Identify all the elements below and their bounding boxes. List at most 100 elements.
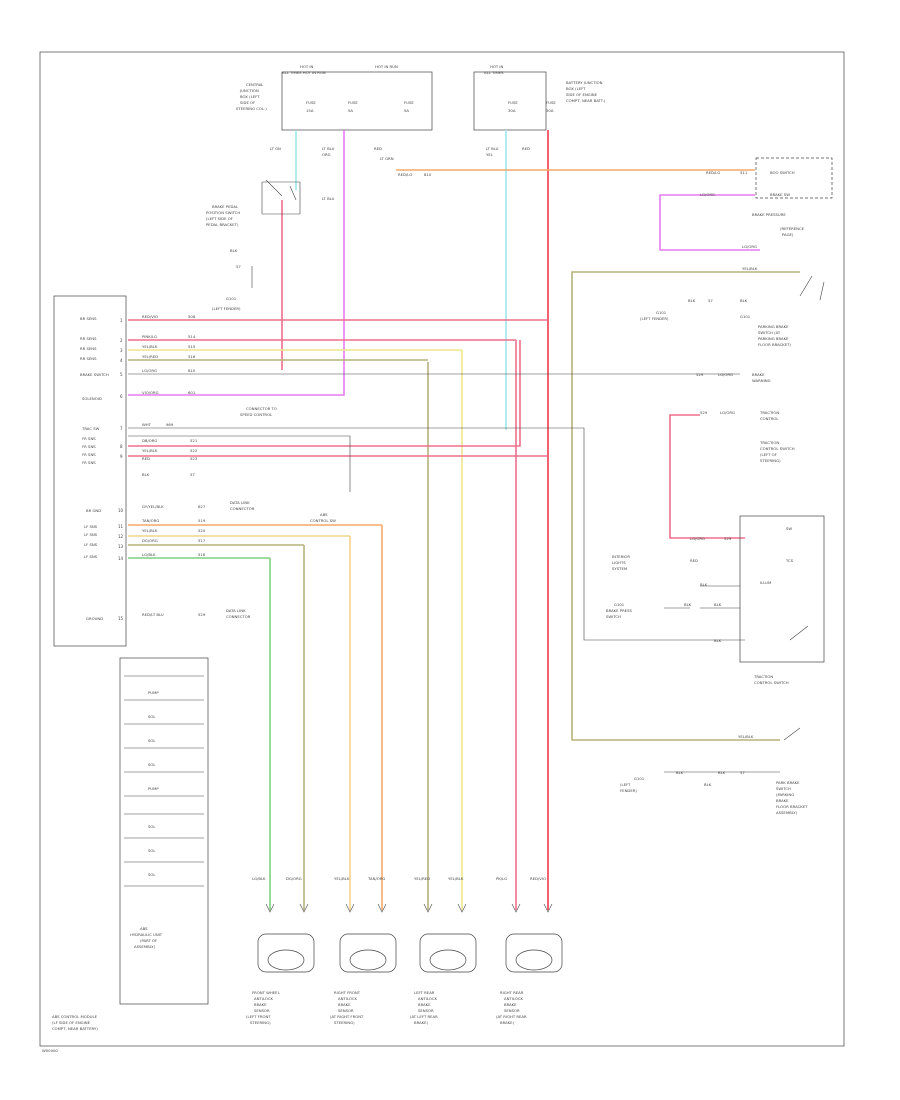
svg-text:(LEFT: (LEFT [620,782,631,787]
svg-text:SW: SW [786,526,792,531]
svg-text:522: 522 [190,448,198,453]
svg-text:HOT IN: HOT IN [300,64,313,69]
traction-control-switch: 529 LG/ORG TRACTION CONTROL TRACTION CON… [700,410,795,463]
svg-text:ALL TIMES: ALL TIMES [484,70,504,75]
svg-text:BR GND: BR GND [86,508,101,513]
svg-text:G101: G101 [614,602,625,607]
svg-text:BLK: BLK [676,770,684,775]
svg-text:529: 529 [724,536,732,541]
svg-text:JUNCTION: JUNCTION [239,88,259,93]
svg-text:TCS: TCS [785,558,794,563]
svg-text:BLK: BLK [142,472,150,477]
svg-text:RED/LG: RED/LG [706,170,720,175]
svg-text:627: 627 [198,504,206,509]
svg-text:WHT: WHT [142,422,152,427]
svg-text:SWITCH: SWITCH [776,786,791,791]
svg-text:ABS: ABS [320,512,328,517]
svg-text:CONTROL SWITCH: CONTROL SWITCH [754,680,789,685]
svg-text:ANTILOCK: ANTILOCK [338,996,357,1001]
park-brake-switch-lower: YEL/BLK BLK BLK 57 G101 (LEFT FENDER) BL… [620,727,808,815]
svg-text:BR SENS: BR SENS [80,316,97,321]
svg-text:BLK: BLK [688,298,696,303]
svg-text:FUSE: FUSE [404,100,414,105]
svg-text:1: 1 [120,318,123,323]
svg-text:FR SNS: FR SNS [82,452,96,457]
svg-text:YEL/BLK: YEL/BLK [142,448,158,453]
svg-text:ALL TIMES HOT IN RUN: ALL TIMES HOT IN RUN [282,70,326,75]
sensor-left-front: LG/BLK DG/ORG FRONT WHEEL ANTILOCK BRAKE… [246,876,315,1025]
svg-text:LT BLU: LT BLU [322,196,335,201]
svg-text:SENSOR: SENSOR [254,1008,270,1013]
svg-text:CENTRAL: CENTRAL [246,82,264,87]
svg-text:HOT IN: HOT IN [490,64,503,69]
svg-text:TRACTION: TRACTION [753,674,773,679]
svg-text:11: 11 [118,524,124,529]
svg-text:508: 508 [188,314,196,319]
svg-text:RED/LT BLU: RED/LT BLU [142,612,164,617]
svg-text:BOX (LEFT: BOX (LEFT [566,86,586,91]
svg-text:SOL: SOL [148,714,156,719]
svg-text:PAGE): PAGE) [782,232,794,237]
svg-text:ABS CONTROL MODULE: ABS CONTROL MODULE [52,1014,98,1019]
svg-text:LF SNS: LF SNS [84,524,98,529]
svg-text:30A: 30A [508,108,516,113]
svg-text:PK/LG: PK/LG [496,876,507,881]
svg-text:BLK: BLK [704,782,712,787]
svg-text:(LEFT FENDER): (LEFT FENDER) [640,316,669,321]
svg-text:YEL/BLK: YEL/BLK [448,876,464,881]
svg-text:RR SENS: RR SENS [80,346,97,351]
svg-text:30A: 30A [546,108,554,113]
svg-text:969: 969 [166,422,174,427]
svg-text:ANTILOCK: ANTILOCK [254,996,273,1001]
svg-text:(PARKING: (PARKING [776,792,794,797]
svg-text:810: 810 [424,172,432,177]
svg-text:518: 518 [198,552,206,557]
svg-text:ASSEMBLY): ASSEMBLY) [134,944,156,949]
svg-text:STEERING): STEERING) [760,458,781,463]
svg-text:LF SNS: LF SNS [84,532,98,537]
svg-text:57: 57 [236,264,241,269]
svg-text:9: 9 [120,454,123,459]
svg-text:RED/VIO: RED/VIO [530,876,546,881]
footer-code: W00000 [42,1048,58,1053]
svg-text:LG/ORG: LG/ORG [142,368,157,373]
svg-text:LT BLU: LT BLU [322,146,335,151]
svg-text:SENSOR: SENSOR [338,1008,354,1013]
svg-text:(REFERENCE: (REFERENCE [780,226,805,231]
svg-text:SWITCH: SWITCH [606,614,621,619]
svg-text:ABS: ABS [140,926,148,931]
fuse-box-right: HOT IN ALL TIMES BATTERY JUNCTION BOX (L… [473,64,606,131]
svg-text:SYSTEM: SYSTEM [612,566,627,571]
svg-text:529: 529 [700,410,708,415]
svg-text:DB/ORG: DB/ORG [142,438,157,443]
svg-text:(PART OF: (PART OF [140,938,157,943]
svg-text:FUSE: FUSE [508,100,518,105]
svg-text:15A: 15A [306,108,314,113]
svg-text:YEL/RED: YEL/RED [414,876,430,881]
svg-text:FR SNS: FR SNS [82,436,96,441]
svg-text:BLK: BLK [714,638,722,643]
svg-text:PUMP: PUMP [148,690,159,695]
svg-text:ANTILOCK: ANTILOCK [504,996,523,1001]
svg-text:521: 521 [190,438,198,443]
svg-text:SWITCH (AT: SWITCH (AT [758,330,781,335]
svg-text:BLK: BLK [740,298,748,303]
wire-runs [128,130,800,910]
svg-text:TRACTION: TRACTION [759,410,779,415]
svg-text:CONNECTOR: CONNECTOR [230,506,255,511]
svg-text:FUSE: FUSE [546,100,556,105]
svg-text:LF SNS: LF SNS [84,554,98,559]
svg-text:YEL/BLK: YEL/BLK [142,344,158,349]
svg-text:(LF SIDE OF ENGINE: (LF SIDE OF ENGINE [52,1020,91,1025]
svg-text:BLK: BLK [230,248,238,253]
svg-text:DATA LINK: DATA LINK [226,608,246,613]
svg-text:13: 13 [118,544,124,549]
svg-text:RED/VIO: RED/VIO [142,314,158,319]
svg-text:BRAKE: BRAKE [254,1002,267,1007]
svg-text:LT GRN: LT GRN [380,156,394,161]
svg-text:5: 5 [120,372,123,377]
svg-text:529: 529 [696,372,704,377]
svg-text:CONTROL SW: CONTROL SW [310,518,336,523]
svg-text:LG/BLK: LG/BLK [142,552,156,557]
